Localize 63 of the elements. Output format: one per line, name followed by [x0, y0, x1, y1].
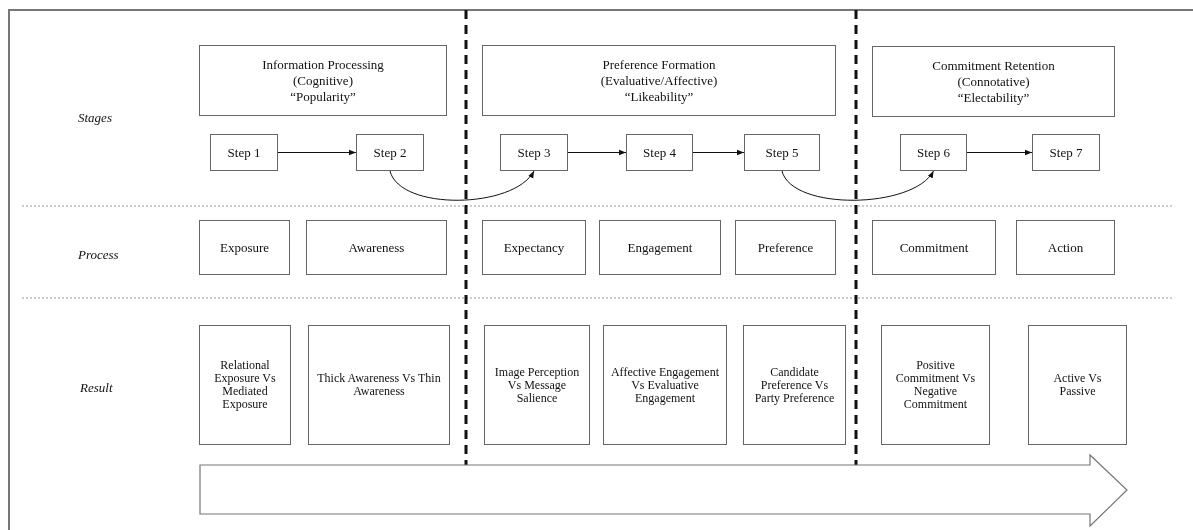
- result-text: Positive Commitment Vs Negative Commitment: [894, 359, 977, 411]
- process-label: Preference: [757, 239, 814, 256]
- result-box: [484, 325, 590, 445]
- result-text: Image Perception Vs Message Salience: [493, 365, 581, 405]
- arrow: [966, 149, 1033, 156]
- step-box: [210, 134, 278, 171]
- step-label: Step 7: [1049, 144, 1083, 161]
- process-box: [1016, 220, 1115, 275]
- step-box: [500, 134, 568, 171]
- process-label: Action: [1047, 239, 1084, 256]
- result-box: [308, 325, 450, 445]
- stage-text: Commitment Retention: [932, 57, 1055, 74]
- step-box: [626, 134, 693, 171]
- result-text: Affective Engagement Vs Evaluative Engagement: [610, 365, 720, 405]
- stage-box: [872, 46, 1115, 117]
- result-box: [1028, 325, 1127, 445]
- arrow: [277, 149, 357, 156]
- result-text: Thick Awareness Vs Thin Awareness: [316, 372, 442, 398]
- stage-text: (Cognitive): [293, 72, 353, 89]
- process-box: [872, 220, 996, 275]
- arrow: [567, 149, 627, 156]
- row-label: Process: [78, 247, 119, 263]
- stage-text: (Evaluative/Affective): [600, 72, 718, 89]
- step-box: [900, 134, 967, 171]
- arrow: [389, 170, 535, 201]
- process-box: [306, 220, 447, 275]
- result-text: Active Vs Passive: [1052, 372, 1103, 398]
- process-label: Exposure: [219, 239, 270, 256]
- process-label: Awareness: [348, 239, 405, 256]
- step-label: Step 2: [373, 144, 407, 161]
- step-label: Step 5: [765, 144, 799, 161]
- result-text: Relational Exposure Vs Mediated Exposure: [213, 359, 277, 411]
- step-label: Step 3: [517, 144, 551, 161]
- step-box: [744, 134, 820, 171]
- arrow: [781, 170, 934, 201]
- stage-text: “Electability”: [957, 89, 1030, 106]
- row-label: Stages: [78, 110, 112, 126]
- result-box: [199, 325, 291, 445]
- result-text: Candidate Preference Vs Party Preference: [753, 365, 836, 405]
- result-box: [603, 325, 727, 445]
- process-box: [599, 220, 721, 275]
- stage-text: Preference Formation: [602, 56, 716, 73]
- stage-text: Information Processing: [262, 56, 384, 73]
- result-box: [881, 325, 990, 445]
- process-box: [199, 220, 290, 275]
- stage-box: [482, 45, 836, 116]
- step-box: [1032, 134, 1100, 171]
- step-label: Step 6: [917, 144, 950, 161]
- process-label: Expectancy: [503, 239, 565, 256]
- step-label: Step 4: [643, 144, 676, 161]
- process-box: [735, 220, 836, 275]
- process-label: Commitment: [899, 239, 969, 256]
- stage-text: (Connotative): [957, 73, 1030, 90]
- arrow: [692, 149, 745, 156]
- stage-text: “Likeability”: [624, 88, 694, 105]
- process-box: [482, 220, 586, 275]
- process-label: Engagement: [627, 239, 693, 256]
- row-label: Result: [80, 380, 113, 396]
- result-box: [743, 325, 846, 445]
- step-box: [356, 134, 424, 171]
- stage-box: [199, 45, 447, 116]
- step-label: Step 1: [227, 144, 261, 161]
- stage-text: “Popularity”: [290, 88, 356, 105]
